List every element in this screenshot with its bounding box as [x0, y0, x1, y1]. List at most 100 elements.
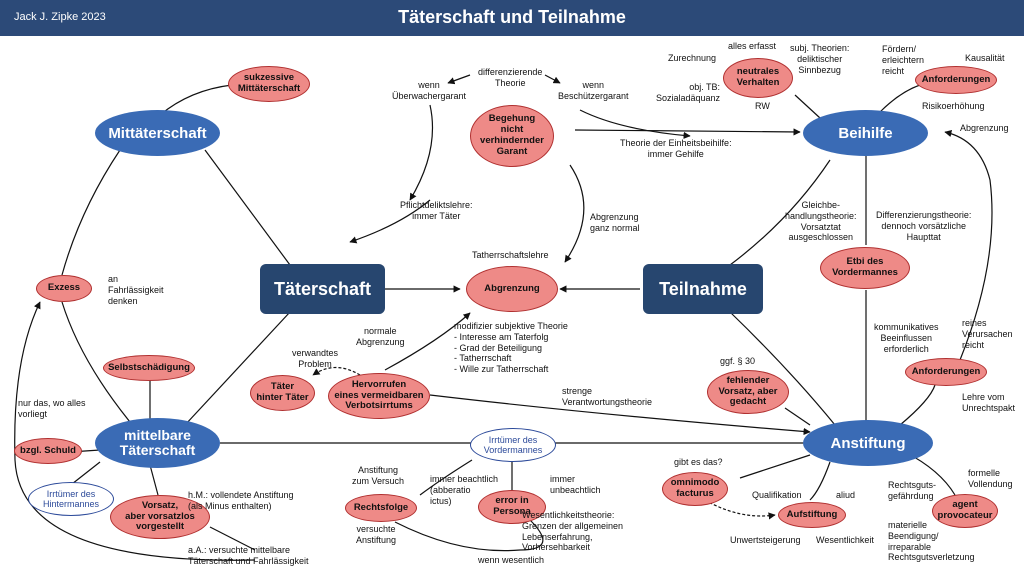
label-modifizierte: modifizier subjektive Theorie - Interess… [454, 321, 568, 375]
edge-beihilfe-neutrales [794, 94, 821, 119]
label-abgrenzung-right: Abgrenzung [960, 123, 1009, 133]
node-omnimodo-facturus[interactable]: omnimodo facturus [662, 472, 728, 506]
label-tatherrschaftslehre: Tatherrschaftslehre [472, 250, 549, 260]
edge-anstiftung-aufstiftung [809, 461, 831, 501]
arrow-aa-exzess [14, 301, 256, 561]
node-exzess[interactable]: Exzess [36, 275, 92, 302]
label-differenzierungstheorie: Differenzierungstheorie: dennoch vorsätz… [876, 210, 972, 242]
node-mittaeterschaft[interactable]: Mittäterschaft [95, 110, 220, 156]
node-vorsatz-vorsatzlos[interactable]: Vorsatz, aber vorsatzlos vorgestellt [110, 495, 210, 539]
label-obj-tb: obj. TB: Sozialadäquanz [656, 82, 721, 103]
header-bar: Jack J. Zipke 2023 Täterschaft und Teiln… [0, 0, 1024, 36]
label-wenn-beschuetzergarant: wenn Beschützergarant [558, 80, 629, 101]
label-alles-erfasst: alles erfasst [728, 41, 777, 51]
node-teilnahme[interactable]: Teilnahme [643, 264, 763, 314]
label-wenn-wesentlich: wenn wesentlich [478, 555, 545, 565]
node-rechtsfolge[interactable]: Rechtsfolge [345, 494, 417, 522]
node-aufstiftung[interactable]: Aufstiftung [778, 502, 846, 528]
node-begehung-garant[interactable]: Begehung nicht verhindernder Garant [470, 105, 554, 167]
label-einheitsbeihilfe: Theorie der Einheitsbeihilfe: immer Gehi… [620, 138, 732, 159]
arrow-begehung-beihilfe [574, 128, 801, 136]
edge-mittaeter-exzess [61, 149, 121, 276]
label-wesentlichkeitstheorie: Wesentlichkeitstheorie: Grenzen der allg… [522, 510, 624, 553]
node-taeter-hinter-taeter[interactable]: Täter hinter Täter [250, 375, 315, 411]
label-zurechnung: Zurechnung [668, 53, 717, 63]
edge-beihilfe-anforderungen [879, 84, 921, 113]
edge-error-wesentlich [394, 519, 544, 552]
node-anstiftung[interactable]: Anstiftung [803, 420, 933, 466]
label-risikoerhoehung: Risikoerhöhung [922, 101, 985, 111]
label-differenzierende-theorie: differenzierende Theorie [478, 67, 543, 88]
node-error-in-persona[interactable]: error in Persona [478, 490, 546, 524]
node-anforderungen-anstiftung[interactable]: Anforderungen [905, 358, 987, 386]
label-aa-versuchte: a.A.: versuchte mittelbare Täterschaft u… [188, 545, 309, 566]
label-immer-beachtlich: immer beachtlich (abberatio ictus) [430, 474, 499, 506]
arrow-omnimodo-aufstiftung [704, 499, 776, 520]
label-ggf-30: ggf. § 30 [720, 356, 756, 366]
label-rechtsguts-gefaehrdung: Rechtsguts- gefährdung [888, 480, 937, 501]
arrow-beschuetzer [579, 109, 691, 140]
edge-teilnahme-anstiftung [729, 311, 836, 426]
node-agent-provocateur[interactable]: agent provocateur [932, 494, 998, 528]
edge-anstiftung-fehlender [784, 407, 811, 426]
label-hm-vollendete: h.M.: vollendete Anstiftung (als Minus e… [188, 490, 294, 511]
label-lehre-unrechtspakt: Lehre vom Unrechtspakt [962, 392, 1016, 413]
node-sukzessive[interactable]: sukzessive Mittäterschaft [228, 66, 310, 102]
node-hervorrufen[interactable]: Hervorrufen eines vermeidbaren Verbotsir… [328, 373, 430, 419]
label-nur-das: nur das, wo alles vorliegt [18, 398, 86, 419]
node-neutrales-verhalten[interactable]: neutrales Verhalten [723, 58, 793, 98]
label-rw: RW [755, 101, 770, 111]
label-subj-theorien: subj. Theorien: deliktischer Sinnbezug [790, 43, 850, 75]
arrow-differenzierend-right [544, 74, 561, 84]
label-wenn-ueberwachergarant: wenn Überwachergarant [392, 80, 467, 101]
edge-irrtuemervorder-rechtsfolge [419, 459, 473, 496]
node-irrtuemer-vordermannes[interactable]: Irrtümer des Vordermannes [470, 428, 556, 462]
arrow-pflichtdelikt [349, 199, 431, 244]
edge-anstiftung-omnimodo [739, 454, 811, 479]
label-gleichbehandlung: Gleichbe- handlungstheorie: Vorsatztat a… [785, 200, 857, 243]
edge-vorsatzlos-aa [209, 526, 256, 551]
page-title: Täterschaft und Teilnahme [398, 7, 626, 27]
label-wesentlichkeit: Wesentlichkeit [816, 535, 874, 545]
label-formelle-vollendung: formelle Vollendung [968, 468, 1013, 489]
node-irrtuemer-hintermannes[interactable]: Irrtümer des Hintermannes [28, 482, 114, 516]
label-kausalitaet: Kausalität [965, 53, 1005, 63]
arrow-hervorrufen-anstiftung [429, 394, 811, 436]
label-gibt-es-das: gibt es das? [674, 457, 723, 467]
label-normale-abgrenzung: normale Abgrenzung [356, 326, 405, 347]
node-selbstschaedigung[interactable]: Selbstschädigung [103, 355, 195, 381]
node-bzgl-schuld[interactable]: bzgl. Schuld [14, 438, 82, 464]
label-unwertsteigerung: Unwertsteigerung [730, 535, 801, 545]
node-mittelbare-taeterschaft[interactable]: mittelbare Täterschaft [95, 418, 220, 468]
node-taeterschaft[interactable]: Täterschaft [260, 264, 385, 314]
edge-mittelbare-taeterschaft [184, 311, 291, 426]
label-pflichtdeliktslehre: Pflichtdeliktslehre: immer Täter [400, 200, 473, 221]
node-abgrenzung[interactable]: Abgrenzung [466, 266, 558, 312]
edge-mittaeter-taeterschaft [204, 149, 291, 266]
author-label: Jack J. Zipke 2023 [14, 11, 106, 23]
edge-anstiftung-anforderungen [899, 384, 936, 426]
node-fehlender-vorsatz[interactable]: fehlender Vorsatz, aber gedacht [707, 370, 789, 414]
label-an-fahrlaessigkeit: an Fahrlässigkeit denken [108, 274, 164, 306]
label-foerdern: Fördern/ erleichtern reicht [882, 44, 925, 76]
label-materielle-beendigung: materielle Beendigung/ irreparable Recht… [888, 520, 975, 563]
edge-mittelbare-exzess [61, 301, 131, 423]
node-beihilfe[interactable]: Beihilfe [803, 110, 928, 156]
node-etbi[interactable]: Etbi des Vordermannes [820, 247, 910, 289]
arrow-hervorrufen-abgrenzung [384, 312, 471, 371]
label-strenge-verantwortung: strenge Verantwortungstheorie [562, 386, 653, 407]
arrow-differenzierend-left [447, 74, 471, 85]
edge-teilnahme-beihilfe [729, 159, 831, 266]
label-anstiftung-zum-versuch: Anstiftung zum Versuch [352, 465, 405, 486]
arrow-reines-beihilfe [944, 129, 993, 361]
label-reines-verursachen: reines Verursachen reicht [962, 318, 1013, 350]
label-qualifikation: Qualifikation [752, 490, 802, 500]
arrow-hervorrufen-taeterhinter [312, 366, 361, 376]
arrow-ueberwacher-down [409, 104, 434, 201]
edge-mittelbare-vorsatzlos [149, 464, 159, 496]
label-immer-unbeachtlich: immer unbeachtlich [550, 474, 601, 495]
label-versuchte-anstiftung: versuchte Anstiftung [356, 524, 397, 545]
label-aliud: aliud [836, 490, 856, 500]
node-anforderungen-beihilfe[interactable]: Anforderungen [915, 66, 997, 94]
